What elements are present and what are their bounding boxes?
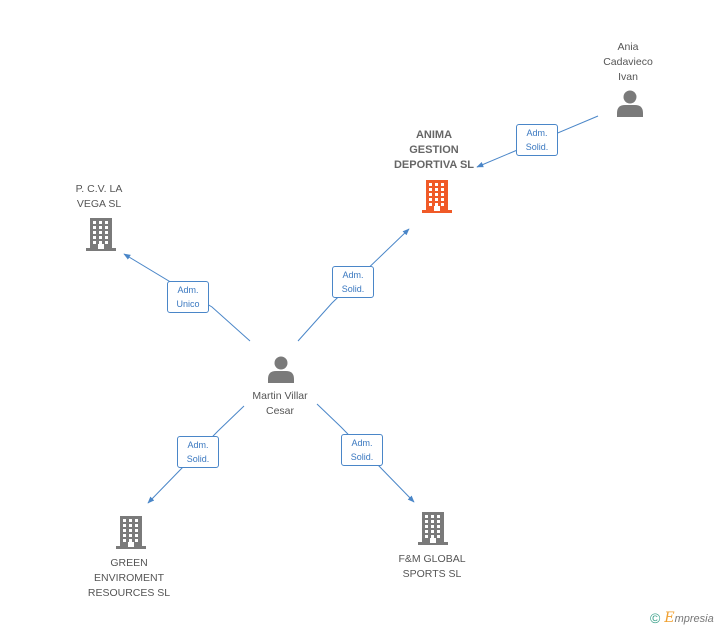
node-label-line: ANIMA [415, 129, 453, 141]
node-label-line: Cesar [265, 405, 294, 417]
node-label-line: F&M GLOBAL [398, 553, 466, 565]
copyright-icon: © [650, 610, 661, 626]
edge-label-line: Solid. [186, 454, 210, 464]
building-icon-fm[interactable] [417, 511, 449, 550]
building-icon-anima[interactable] [421, 179, 453, 218]
edge-label-line: Adm. [526, 128, 548, 138]
brand-name: mpresia [674, 613, 714, 625]
node-label-green[interactable]: GREEN ENVIROMENT RESOURCES SL [74, 556, 184, 601]
edge-label-martin-green[interactable]: Adm. Solid. [177, 436, 219, 468]
edge-label-martin-pcv[interactable]: Adm. Unico [167, 281, 209, 313]
brand-logo: ©Empresia [650, 610, 714, 626]
node-label-line: GESTION [409, 144, 459, 156]
edge-label-line: Solid. [350, 452, 374, 462]
node-label-pcv[interactable]: P. C.V. LA VEGA SL [59, 182, 139, 212]
node-label-line: VEGA SL [76, 198, 122, 210]
edge-martin-anima [297, 228, 410, 342]
building-icon-green[interactable] [115, 515, 147, 554]
node-label-line: DEPORTIVA SL [393, 159, 475, 171]
node-label-line: ENVIROMENT [93, 572, 164, 584]
edge-label-martin-fm[interactable]: Adm. Solid. [341, 434, 383, 466]
edge-label-line: Adm. [351, 438, 373, 448]
node-label-line: Ania [617, 41, 639, 53]
node-label-line: GREEN [110, 557, 148, 569]
edge-martin-fm [316, 403, 415, 503]
brand-initial: E [664, 610, 675, 626]
node-label-line: SPORTS SL [402, 568, 462, 580]
building-icon-pcv[interactable] [85, 217, 117, 256]
edge-label-line: Adm. [342, 270, 364, 280]
edge-label-ania-anima[interactable]: Adm. Solid. [516, 124, 558, 156]
person-icon-ania[interactable] [616, 89, 644, 122]
edge-label-line: Solid. [525, 142, 549, 152]
edge-martin-green [147, 405, 245, 504]
person-icon-martin[interactable] [267, 355, 295, 388]
node-label-fm[interactable]: F&M GLOBAL SPORTS SL [387, 552, 477, 582]
edge-label-line: Adm. [177, 285, 199, 295]
edge-martin-pcv [123, 253, 251, 342]
node-label-line: RESOURCES SL [87, 587, 171, 599]
edge-label-line: Unico [176, 299, 200, 309]
node-label-line: P. C.V. LA [75, 183, 123, 195]
node-label-line: Martin Villar [252, 390, 308, 402]
node-label-line: Cadavieco [603, 56, 653, 68]
edge-label-line: Solid. [341, 284, 365, 294]
edge-label-martin-anima[interactable]: Adm. Solid. [332, 266, 374, 298]
node-label-line: Ivan [618, 71, 638, 83]
edge-label-line: Adm. [187, 440, 209, 450]
node-label-anima[interactable]: ANIMA GESTION DEPORTIVA SL [379, 128, 489, 173]
